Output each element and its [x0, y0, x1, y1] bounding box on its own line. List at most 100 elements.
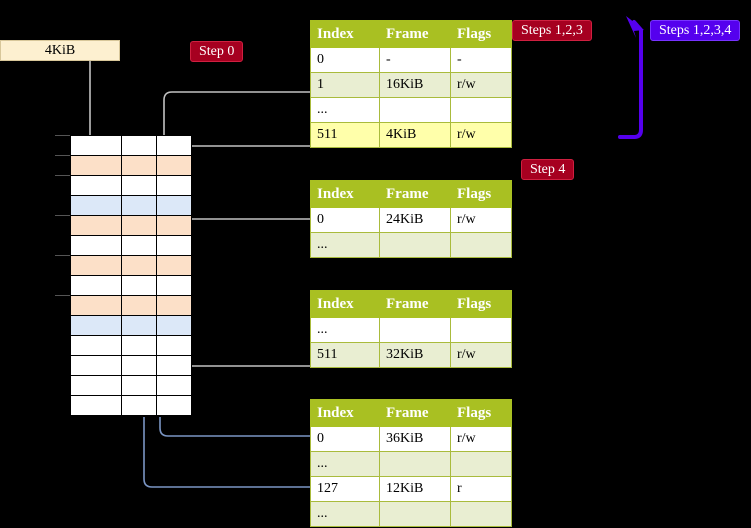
- column-header-frame: Frame: [379, 290, 451, 318]
- cell-frame: 32KiB: [379, 342, 451, 368]
- cell-frame: [379, 97, 451, 123]
- cell-frame: 36KiB: [379, 426, 451, 452]
- memory-row: [71, 196, 191, 216]
- column-header-frame: Frame: [379, 399, 451, 427]
- badge-step0: Step 0: [190, 41, 244, 62]
- memory-grid-tick: [55, 215, 70, 216]
- memory-row: [71, 396, 191, 416]
- badge-steps-123: Steps 1,2,3: [512, 20, 592, 41]
- cell-frame: 12KiB: [379, 476, 451, 502]
- cell-flags: r/w: [450, 122, 512, 148]
- cell-frame: 4KiB: [379, 122, 451, 148]
- cell-index: ...: [310, 451, 380, 477]
- memory-grid: [70, 135, 192, 417]
- cell-flags: -: [450, 47, 512, 73]
- memory-row: [71, 356, 191, 376]
- cell-flags: [450, 317, 512, 343]
- cell-index: ...: [310, 232, 380, 258]
- cell-flags: r/w: [450, 342, 512, 368]
- memory-row: [71, 176, 191, 196]
- memory-row: [71, 276, 191, 296]
- kib-box: 4KiB: [0, 40, 120, 61]
- memory-row: [71, 256, 191, 276]
- memory-row: [71, 296, 191, 316]
- memory-grid-separator: [156, 136, 157, 416]
- cell-frame: [379, 501, 451, 527]
- cell-index: ...: [310, 501, 380, 527]
- memory-grid-tick: [55, 175, 70, 176]
- memory-grid-tick: [55, 255, 70, 256]
- kib-box-label: 4KiB: [44, 43, 76, 58]
- cell-index: ...: [310, 317, 380, 343]
- cell-flags: [450, 501, 512, 527]
- memory-row: [71, 336, 191, 356]
- cell-flags: r: [450, 476, 512, 502]
- cell-frame: 16KiB: [379, 72, 451, 98]
- cell-index: 511: [310, 122, 380, 148]
- column-header-flags: Flags: [450, 290, 512, 318]
- cell-index: 127: [310, 476, 380, 502]
- column-header-frame: Frame: [379, 180, 451, 208]
- memory-grid-separator: [121, 136, 122, 416]
- badge-steps-1234: Steps 1,2,3,4: [650, 20, 741, 41]
- badge-steps-1234-label: Steps 1,2,3,4: [659, 23, 732, 38]
- cell-index: ...: [310, 97, 380, 123]
- cell-index: 1: [310, 72, 380, 98]
- badge-steps-123-label: Steps 1,2,3: [521, 23, 583, 38]
- badge-step4: Step 4: [521, 159, 575, 180]
- memory-row: [71, 136, 191, 156]
- cell-flags: r/w: [450, 426, 512, 452]
- connector-memory-to-pd: [183, 302, 310, 367]
- cell-frame: [379, 232, 451, 258]
- column-header-index: Index: [310, 290, 380, 318]
- column-header-flags: Flags: [450, 399, 512, 427]
- page-table-row: ...: [310, 97, 512, 123]
- column-header-index: Index: [310, 20, 380, 48]
- connector-pdpt-0: [183, 218, 310, 258]
- cell-flags: r/w: [450, 207, 512, 233]
- cell-index: 511: [310, 342, 380, 368]
- memory-grid-tick: [55, 135, 70, 136]
- badge-step4-label: Step 4: [530, 162, 566, 177]
- badge-step0-label: Step 0: [199, 44, 235, 59]
- cell-frame: 24KiB: [379, 207, 451, 233]
- page-table-row: ...: [310, 317, 512, 343]
- memory-grid-tick: [55, 155, 70, 156]
- memory-grid-tick: [55, 295, 70, 296]
- memory-row: [71, 236, 191, 256]
- memory-row: [71, 156, 191, 176]
- memory-row: [71, 376, 191, 396]
- column-header-index: Index: [310, 180, 380, 208]
- page-table-row: ...: [310, 451, 512, 477]
- memory-row: [71, 216, 191, 236]
- page-table-row: ...: [310, 232, 512, 258]
- page-table-row: 0--: [310, 47, 512, 73]
- cell-frame: [379, 451, 451, 477]
- column-header-flags: Flags: [450, 20, 512, 48]
- steps-bracket-arrow: [618, 16, 644, 139]
- column-header-index: Index: [310, 399, 380, 427]
- cell-frame: -: [379, 47, 451, 73]
- memory-row: [71, 316, 191, 336]
- cell-flags: [450, 451, 512, 477]
- cell-flags: r/w: [450, 72, 512, 98]
- cell-flags: [450, 232, 512, 258]
- cell-frame: [379, 317, 451, 343]
- connector-memory-to-pdpt: [181, 145, 310, 164]
- page-table-row: ...: [310, 501, 512, 527]
- cell-index: 0: [310, 207, 380, 233]
- cell-index: 0: [310, 426, 380, 452]
- column-header-flags: Flags: [450, 180, 512, 208]
- column-header-frame: Frame: [379, 20, 451, 48]
